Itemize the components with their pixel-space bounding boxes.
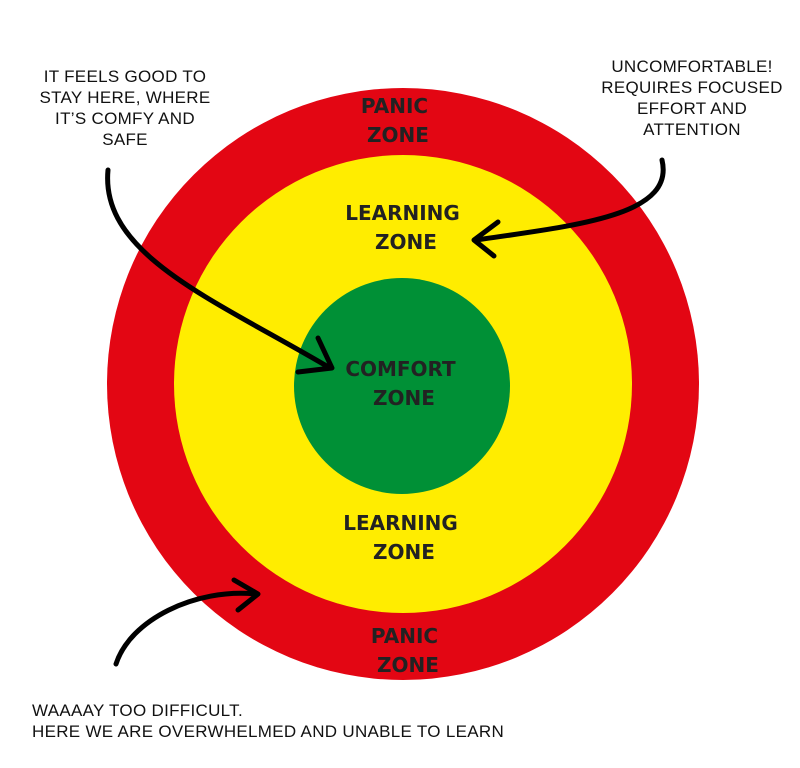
learning-note-line-4: ATTENTION <box>643 120 741 139</box>
comfort-zone-line-1: COMFORT <box>345 357 456 381</box>
panic-zone-bottom-line-2: ZONE <box>377 653 439 677</box>
comfort-note-line-3: IT’S COMFY AND <box>55 109 195 128</box>
learning-zone-top-label: LEARNING ZONE <box>345 201 467 254</box>
panic-zone-bottom-line-1: PANIC <box>371 624 438 648</box>
comfort-zone-label: COMFORT ZONE <box>345 357 462 410</box>
comfort-note-line-1: IT FEELS GOOD TO <box>43 67 207 86</box>
comfort-zone-circle <box>294 278 510 494</box>
comfort-note-line-4: SAFE <box>102 130 148 149</box>
learning-note-line-2: REQUIRES FOCUSED <box>601 78 783 97</box>
comfort-note-line-2: STAY HERE, WHERE <box>39 88 211 107</box>
learning-note-line-1: UNCOMFORTABLE! <box>611 57 773 76</box>
panic-zone-bottom-label: PANIC ZONE <box>371 624 445 677</box>
panic-zone-top-line-2: ZONE <box>367 123 429 147</box>
comfort-zone-line-2: ZONE <box>373 386 435 410</box>
panic-zone-top-label: PANIC ZONE <box>361 94 435 147</box>
learning-arrow-icon <box>471 157 666 259</box>
panic-zone-note: WAAAAY TOO DIFFICULT. HERE WE ARE OVERWH… <box>32 700 552 742</box>
learning-zone-bottom-label: LEARNING ZONE <box>343 511 465 564</box>
panic-note-line-2: HERE WE ARE OVERWHELMED AND UNABLE TO LE… <box>32 722 505 741</box>
learning-zone-bottom-line-1: LEARNING <box>343 511 458 535</box>
panic-note-line-1: WAAAAY TOO DIFFICULT. <box>32 701 243 720</box>
learning-zone-bottom-line-2: ZONE <box>373 540 435 564</box>
learning-zone-note: UNCOMFORTABLE! REQUIRES FOCUSED EFFORT A… <box>592 56 792 140</box>
comfort-arrow-icon <box>105 167 335 375</box>
learning-note-line-3: EFFORT AND <box>636 99 748 118</box>
comfort-zone-note: IT FEELS GOOD TO STAY HERE, WHERE IT’S C… <box>20 66 230 150</box>
learning-zone-top-line-2: ZONE <box>375 230 437 254</box>
panic-arrow-icon <box>113 577 261 667</box>
learning-zone-top-line-1: LEARNING <box>345 201 460 225</box>
panic-zone-top-line-1: PANIC <box>361 94 428 118</box>
